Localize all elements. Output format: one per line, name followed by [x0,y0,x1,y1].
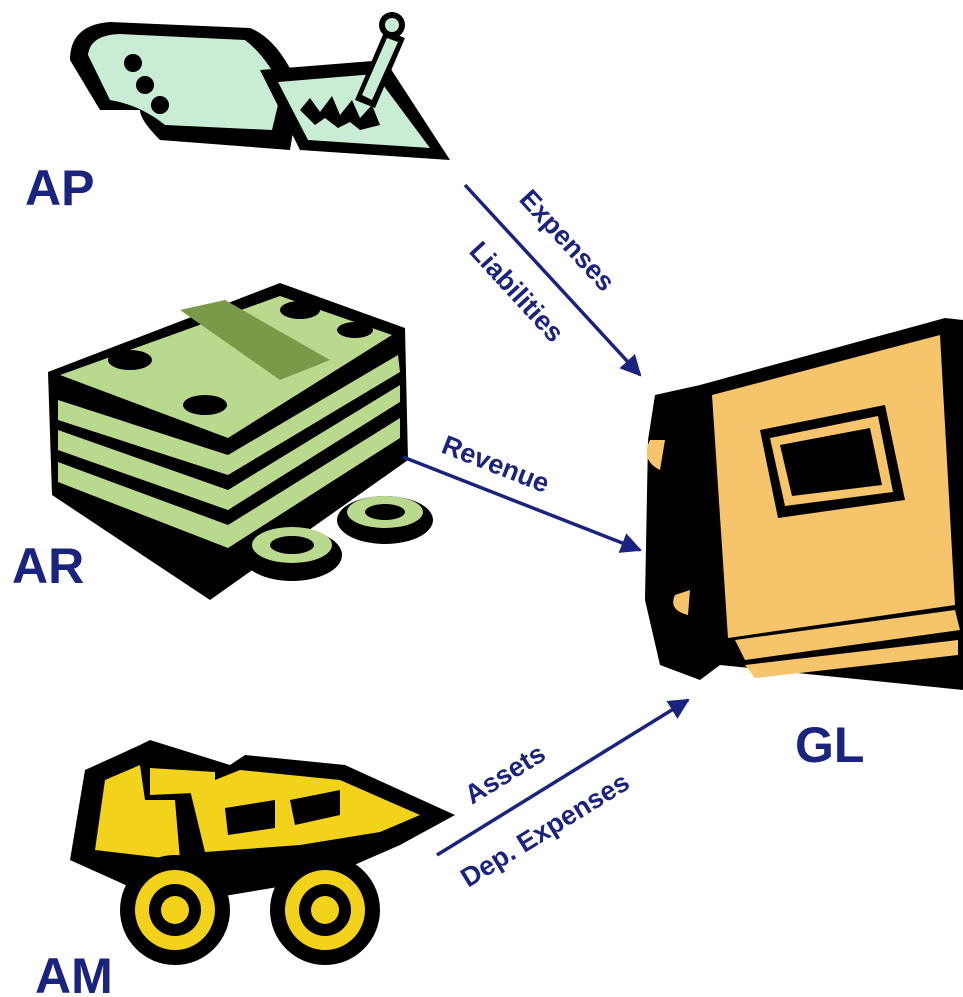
flow-label-assets: Assets [459,738,550,810]
arrow-am-to-gl [436,698,690,857]
node-label-ar: AR [12,538,84,594]
node-label-am: AM [35,948,113,997]
node-label-ap: AP [25,160,94,216]
node-label-gl: GL [795,717,864,773]
arrow-ar-to-gl [402,455,642,553]
flow-label-expenses: Expenses [514,184,621,297]
checkbook-icon [70,12,450,160]
dump-truck-icon [70,740,455,965]
flow-label-liabilities: Liabilities [464,236,570,348]
flow-label-revenue: Revenue [438,430,554,499]
ledger-book-icon [645,318,963,690]
arrow-ap-to-gl [463,183,642,377]
money-stack-icon [48,283,433,600]
